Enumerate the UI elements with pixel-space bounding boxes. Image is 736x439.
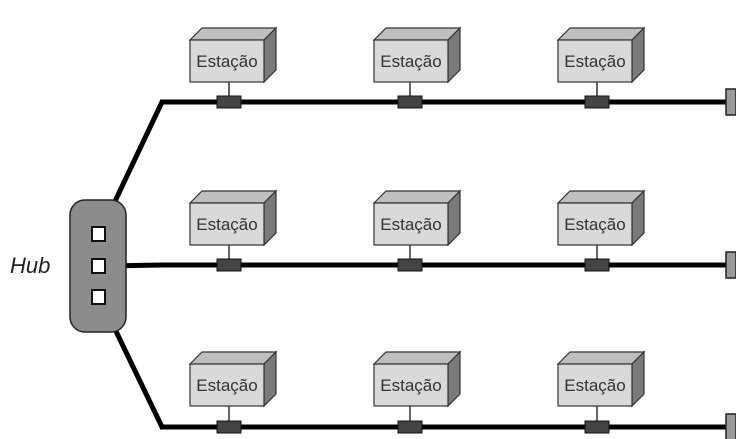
station-box-top xyxy=(188,351,278,365)
station-label: Estação xyxy=(380,376,441,395)
station-box-front xyxy=(557,363,633,407)
station-label: Estação xyxy=(380,52,441,71)
station: Estação xyxy=(556,350,646,434)
bus-line: Estação Estação Estação xyxy=(160,350,736,439)
station-label: Estação xyxy=(380,215,441,234)
station: Estação xyxy=(556,189,646,272)
station: Estação xyxy=(188,189,278,272)
station-box-front xyxy=(373,39,449,83)
station: Estação xyxy=(372,189,462,272)
station: Estação xyxy=(188,350,278,434)
bus-connector xyxy=(584,258,610,272)
bus-connector xyxy=(397,95,423,109)
hub-port xyxy=(91,289,106,305)
hub: Hub xyxy=(10,199,127,333)
hub-port xyxy=(91,226,106,242)
hub-ports xyxy=(91,226,106,305)
station-box-front xyxy=(189,39,265,83)
bus-connector xyxy=(216,420,242,434)
station-label: Estação xyxy=(564,52,625,71)
bus-terminator xyxy=(725,413,736,439)
station-label: Estação xyxy=(564,376,625,395)
station-box-top xyxy=(556,351,646,365)
station-box-top xyxy=(188,190,278,204)
station-box-top xyxy=(188,27,278,41)
station-box-front xyxy=(557,202,633,246)
station-box-top xyxy=(372,190,462,204)
station-label: Estação xyxy=(196,52,257,71)
hub-port xyxy=(91,258,106,274)
station-label: Estação xyxy=(196,376,257,395)
bus-connector xyxy=(397,258,423,272)
bus-connector xyxy=(584,95,610,109)
bus-connector xyxy=(216,258,242,272)
bus-line: Estação Estação Estação xyxy=(160,26,736,116)
bus-terminator xyxy=(725,88,736,116)
station-label: Estação xyxy=(196,215,257,234)
station-box-top xyxy=(372,27,462,41)
bus-connector xyxy=(216,95,242,109)
station-box-top xyxy=(556,190,646,204)
station: Estação xyxy=(556,26,646,109)
station: Estação xyxy=(372,350,462,434)
station: Estação xyxy=(188,26,278,109)
station-box-front xyxy=(373,202,449,246)
station-box-front xyxy=(189,363,265,407)
bus-connector xyxy=(584,420,610,434)
station-label: Estação xyxy=(564,215,625,234)
station-box-top xyxy=(556,27,646,41)
bus-line: Estação Estação Estação xyxy=(160,189,736,279)
bus-terminator xyxy=(725,251,736,279)
station-box-top xyxy=(372,351,462,365)
station-box-front xyxy=(189,202,265,246)
hub-label: Hub xyxy=(10,253,50,278)
station: Estação xyxy=(372,26,462,109)
bus-connector xyxy=(397,420,423,434)
station-box-front xyxy=(373,363,449,407)
station-box-front xyxy=(557,39,633,83)
